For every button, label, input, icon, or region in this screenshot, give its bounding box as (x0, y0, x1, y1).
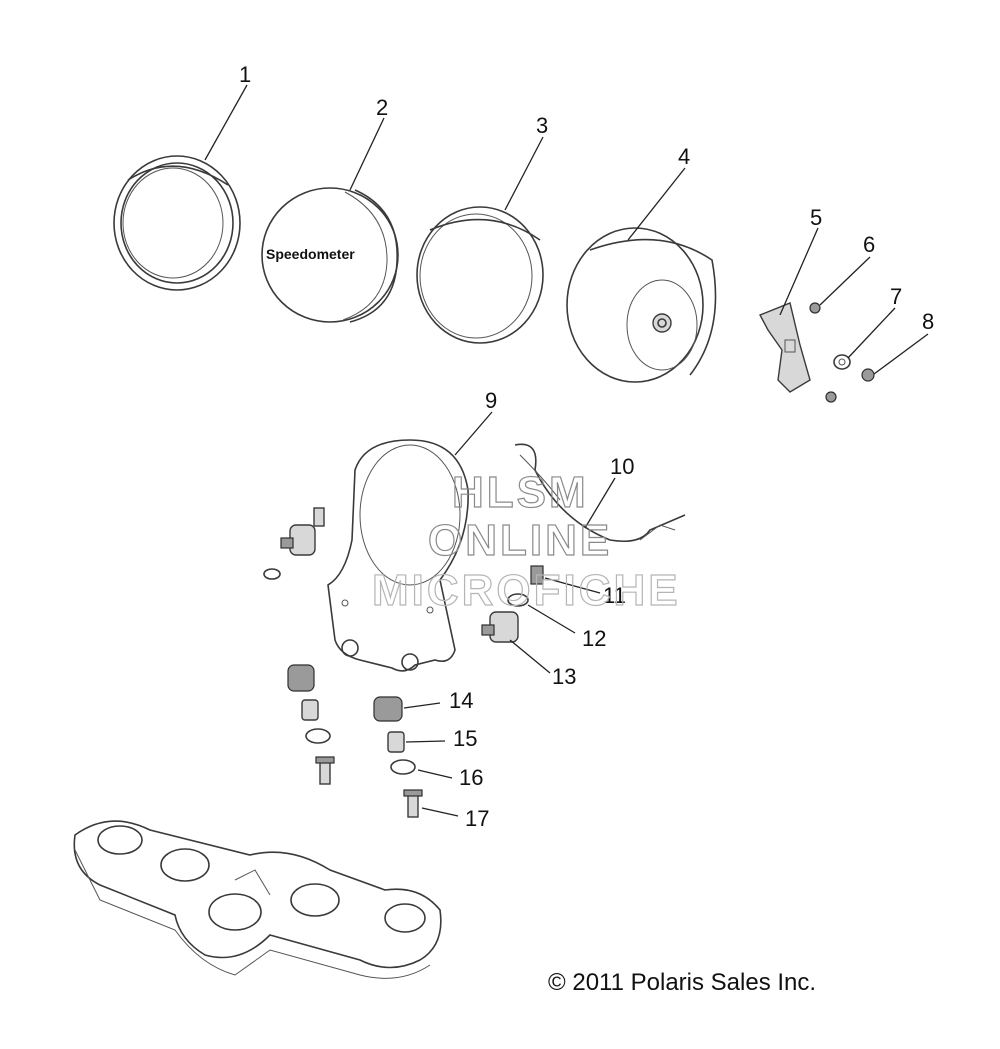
callout-10: 10 (610, 454, 634, 479)
callout-1: 1 (239, 62, 251, 87)
part-5-bracket (759, 302, 811, 393)
callout-17: 17 (465, 806, 489, 831)
triple-clamp (73, 820, 442, 979)
callout-15: 15 (453, 726, 477, 751)
part-17-bolt (403, 789, 423, 818)
callout-7: 7 (890, 284, 902, 309)
part-13-rubber-mount (481, 611, 519, 643)
watermark: HLSM ONLINE MICROFICHE (371, 467, 681, 615)
part-7-washer (833, 354, 851, 370)
left-hardware-stack (287, 664, 335, 785)
copyright-notice: © 2011 Polaris Sales Inc. (548, 969, 816, 996)
callout-14: 14 (449, 688, 473, 713)
callout-16: 16 (459, 765, 483, 790)
callout-13: 13 (552, 664, 576, 689)
callout-5: 5 (810, 205, 822, 230)
part-1-bezel-ring (113, 155, 241, 291)
loose-screw (825, 391, 837, 403)
part-9-mounting-plate (327, 439, 469, 672)
speedometer-label: Speedometer (266, 246, 355, 262)
part-10-wire-harness (514, 443, 686, 543)
callout-6: 6 (863, 232, 875, 257)
watermark-line-2: ONLINE (428, 516, 612, 565)
part-14-grommet (373, 696, 403, 722)
watermark-line-3: MICROFICHE (372, 566, 681, 615)
part-6-screw (809, 302, 821, 314)
callout-4: 4 (678, 144, 690, 169)
callout-numbers: 1 2 3 4 5 6 7 8 9 10 11 12 13 14 15 16 1… (239, 62, 934, 831)
callout-2: 2 (376, 95, 388, 120)
callout-3: 3 (536, 113, 548, 138)
part-11-screw (530, 565, 544, 585)
part-12-washer (507, 593, 529, 607)
left-rubber-mount (263, 507, 325, 580)
part-2-speedometer: Speedometer (261, 187, 399, 323)
part-16-washer (390, 759, 416, 775)
callout-8: 8 (922, 309, 934, 334)
part-4-housing-cup (566, 227, 717, 383)
part-15-spacer (387, 731, 405, 753)
callout-11: 11 (603, 583, 626, 608)
watermark-line-1: HLSM (452, 468, 589, 517)
callout-12: 12 (582, 626, 606, 651)
part-3-gasket-ring (416, 206, 544, 344)
leader-lines (204, 84, 929, 817)
callout-9: 9 (485, 388, 497, 413)
part-8-nut (861, 368, 875, 382)
